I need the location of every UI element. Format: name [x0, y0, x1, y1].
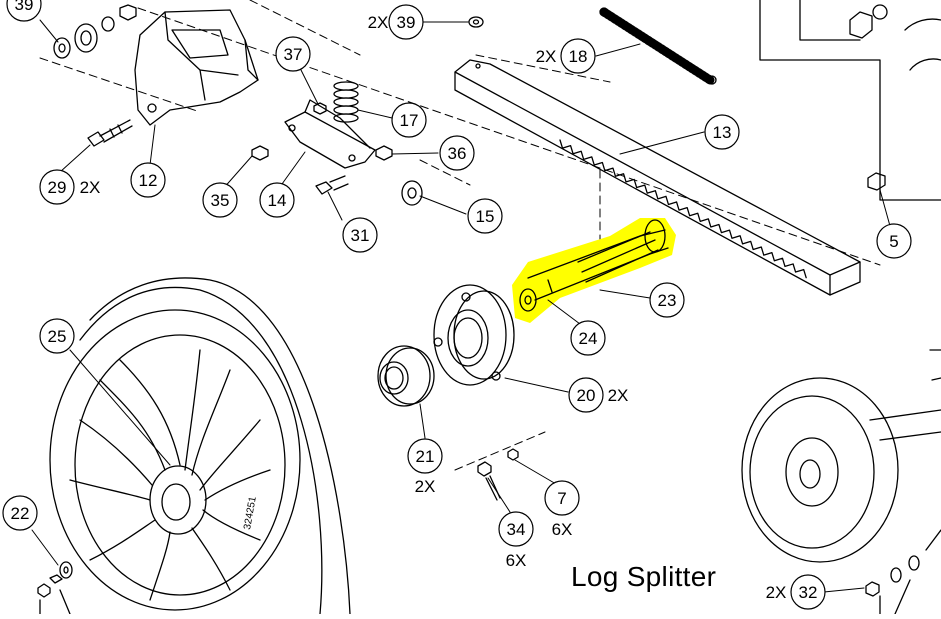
- svg-text:2X: 2X: [608, 386, 629, 405]
- svg-text:34: 34: [507, 520, 526, 539]
- part-39-washer: [468, 16, 484, 28]
- svg-text:17: 17: [400, 111, 419, 130]
- svg-text:6X: 6X: [552, 520, 573, 539]
- part-12-bracket: [134, 9, 259, 126]
- svg-text:2X: 2X: [80, 178, 101, 197]
- svg-text:2X: 2X: [368, 13, 389, 32]
- svg-text:18: 18: [569, 47, 588, 66]
- callout-12: 12: [130, 162, 166, 198]
- part-39-hardware: [53, 4, 137, 59]
- callout-36: 36: [439, 135, 475, 171]
- callout-5: 5: [876, 223, 912, 259]
- part-17-spring: [333, 81, 359, 123]
- callout-24: 24: [570, 320, 606, 356]
- small-hardware: [251, 102, 423, 206]
- part-23-shaft-highlight: [512, 218, 676, 323]
- svg-text:25: 25: [48, 327, 67, 346]
- part-18-spring: [599, 7, 717, 85]
- right-wheel: [741, 349, 941, 563]
- assembly-dashed-lines: [39, 0, 881, 471]
- callout-25: 25: [39, 318, 75, 354]
- callout-29: 29 2X: [39, 169, 101, 205]
- callout-22: 22: [2, 495, 38, 531]
- part-20-flange: [433, 284, 515, 386]
- svg-text:20: 20: [577, 386, 596, 405]
- svg-text:39: 39: [397, 13, 416, 32]
- callout-39-top: 39 2X: [368, 4, 424, 40]
- frame-top-right: [759, 0, 941, 201]
- part-22-hardware: [37, 561, 73, 615]
- callout-7: 7 6X: [544, 480, 580, 539]
- callout-31: 31: [342, 217, 378, 253]
- svg-text:7: 7: [557, 489, 566, 508]
- part-29-bolt: [87, 119, 133, 147]
- svg-text:12: 12: [139, 171, 158, 190]
- svg-text:2X: 2X: [415, 477, 436, 496]
- svg-text:21: 21: [416, 447, 435, 466]
- callout-15: 15: [467, 198, 503, 234]
- svg-text:15: 15: [476, 207, 495, 226]
- svg-text:29: 29: [48, 178, 67, 197]
- callout-35: 35: [202, 182, 238, 218]
- callout-34: 34 6X: [498, 511, 534, 570]
- part-25-wheel: 324251: [49, 277, 351, 615]
- svg-text:13: 13: [713, 123, 732, 142]
- svg-text:23: 23: [658, 291, 677, 310]
- svg-text:24: 24: [579, 329, 598, 348]
- svg-text:2X: 2X: [766, 583, 787, 602]
- callout-17: 17: [391, 102, 427, 138]
- svg-text:5: 5: [889, 232, 898, 251]
- part-32-hardware: [865, 555, 920, 615]
- svg-text:14: 14: [268, 191, 287, 210]
- svg-text:32: 32: [799, 583, 818, 602]
- svg-text:35: 35: [211, 191, 230, 210]
- svg-text:6X: 6X: [506, 551, 527, 570]
- callout-39-topleft: 39: [6, 0, 42, 22]
- svg-text:39: 39: [15, 0, 34, 14]
- callout-13: 13: [704, 114, 740, 150]
- svg-text:36: 36: [448, 144, 467, 163]
- diagram-title: Log Splitter: [571, 561, 717, 592]
- svg-text:22: 22: [11, 504, 30, 523]
- part-13-rack: [454, 59, 861, 296]
- callout-21: 21 2X: [407, 438, 443, 496]
- callout-32: 32 2X: [766, 574, 826, 610]
- part-14-plate: [284, 99, 376, 169]
- svg-text:31: 31: [351, 226, 370, 245]
- part-21-bearing: [377, 345, 435, 407]
- callout-18: 18 2X: [536, 38, 596, 74]
- callout-14: 14: [259, 182, 295, 218]
- callout-20: 20 2X: [568, 377, 629, 413]
- callout-37: 37: [275, 36, 311, 72]
- svg-text:2X: 2X: [536, 47, 557, 66]
- callout-23: 23: [649, 282, 685, 318]
- svg-text:37: 37: [284, 45, 303, 64]
